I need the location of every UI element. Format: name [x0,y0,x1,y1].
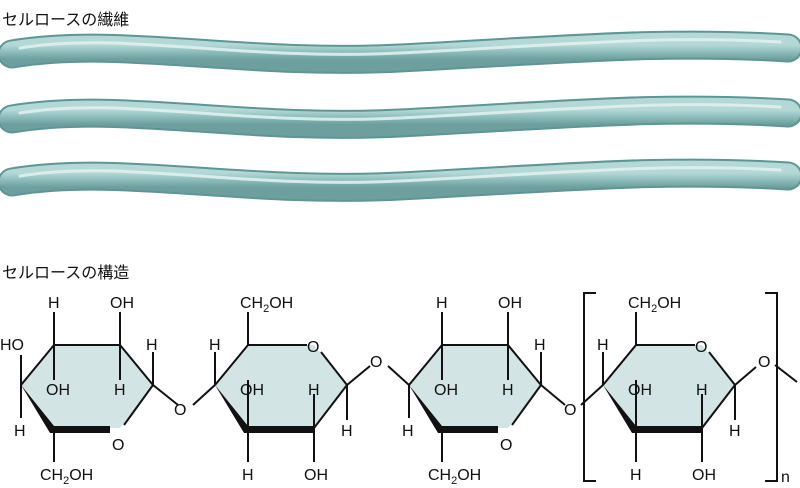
atom-label-h: H [308,382,320,399]
atom-label-ho: HO [0,337,24,354]
atom-label-h: H [48,295,60,312]
cellulose-fiber-strand [0,158,800,202]
cellulose-fiber-strand [0,30,800,74]
atom-label-oh: OH [628,382,652,399]
atom-label-h: H [597,337,609,354]
glycosidic-oxygen-label: O [174,402,186,419]
glycosidic-oxygen-label: O [564,402,576,419]
atom-label-h: H [630,467,642,484]
atom-label-h: H [729,423,741,440]
repeat-bracket-right [765,292,778,482]
ring-oxygen-label: O [112,437,124,454]
atom-label-oh: OH [692,467,716,484]
atom-label-h: H [534,337,546,354]
atom-label-h: H [402,423,414,440]
atom-label-h: H [242,467,254,484]
cellulose-fiber-strand [0,95,800,139]
atom-label-h: H [436,295,448,312]
glycosidic-oxygen-label: O [370,354,382,371]
atom-label-oh: OH [110,295,134,312]
ring-oxygen-label: O [500,437,512,454]
ring-oxygen-label: O [307,339,319,356]
glucose-ring-1 [20,312,179,462]
ch2oh-label: CH2OH [428,467,481,487]
repeat-bracket-left [583,292,596,482]
atom-label-h: H [209,337,221,354]
glucose-ring-3 [387,312,566,462]
glycosidic-oxygen-label: O [758,354,770,371]
atom-label-h: H [502,382,514,399]
atom-label-oh: OH [434,382,458,399]
atom-label-h: H [696,382,708,399]
glucose-ring-4 [580,312,798,462]
ring-oxygen-label: O [695,339,707,356]
ch2oh-label: CH2OH [628,295,681,315]
ch2oh-label: CH2OH [240,295,293,315]
atom-label-h: H [114,382,126,399]
cellulose-structure-diagram [20,292,798,482]
cellulose-structure-title: セルロースの構造 [2,263,130,282]
glucose-ring-2 [192,312,371,462]
atom-label-oh: OH [304,467,328,484]
ch2oh-label: CH2OH [40,467,93,487]
atom-label-h: H [14,423,26,440]
cellulose-fiber-title: セルロースの繊維 [2,10,130,29]
atom-label-h: H [341,423,353,440]
atom-label-oh: OH [240,382,264,399]
atom-label-h: H [146,337,158,354]
atom-label-oh: OH [46,382,70,399]
repeat-count-label: n [781,469,790,486]
atom-label-oh: OH [498,295,522,312]
